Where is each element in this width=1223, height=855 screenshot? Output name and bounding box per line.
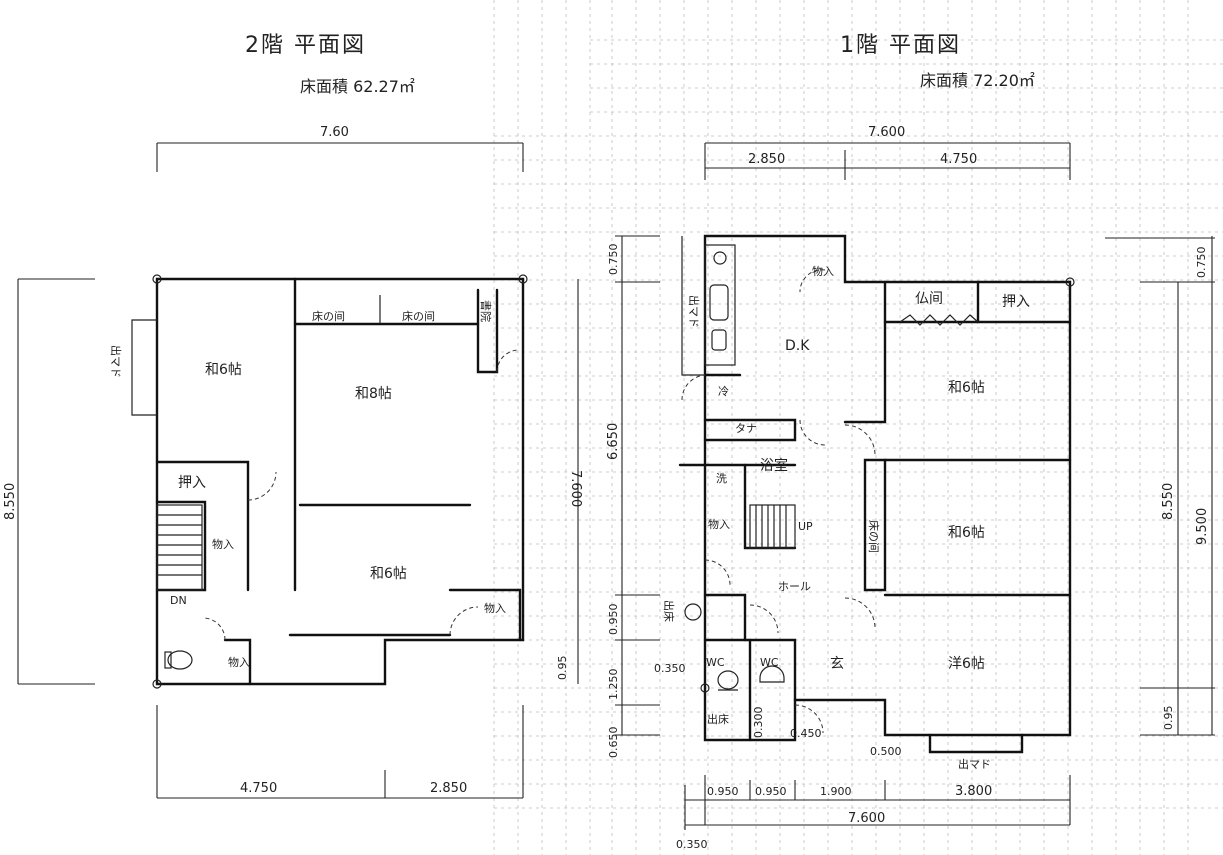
floor2-room-monoire-c: 物入: [228, 655, 250, 669]
floor1-dim-left-e: 0.650: [607, 727, 620, 759]
floor1-dim-bottom-offset: 0.350: [676, 838, 708, 851]
floor1-room-wc-a: WC: [706, 656, 725, 669]
floor1-room-reizoko: 冷: [718, 385, 729, 398]
floor1-dim-bottom-b: 0.950: [755, 785, 787, 798]
floor2-outer-wall: [155, 277, 525, 686]
floor1-note-a: 0.350: [654, 662, 686, 675]
floor1-note-b: 0.300: [752, 707, 765, 739]
floor1-dim-top: 7.600: [868, 125, 905, 140]
floor2-area: 床面積 62.27㎡: [300, 77, 415, 96]
floor1-plan: 1階 平面図 床面積 72.20㎡ 7.600 2.850 4.750 0.75…: [606, 33, 1215, 851]
floor1-dim-left-b: 6.650: [606, 423, 621, 460]
floor1-room-oshiire: 押入: [1002, 294, 1030, 310]
floor2-room-oshiire: 押入: [178, 475, 206, 491]
floor1-room-butsuma: 仏间: [915, 291, 943, 307]
floor1-dim-top-right: 4.750: [940, 152, 977, 167]
floor1-dim-left-a: 0.750: [607, 244, 620, 276]
floor2-demado: 出マド: [109, 345, 123, 378]
floor1-toilet-icon-b: [759, 665, 785, 683]
floor2-down-label: DN: [170, 594, 187, 607]
floor1-dim-bottom-a: 0.950: [707, 785, 739, 798]
floor1-dim-bottom-total: 7.600: [848, 811, 885, 826]
floor1-dim-right-d: 0.95: [1162, 706, 1175, 731]
floor2-room-washitsu6-b: 和6帖: [370, 566, 407, 582]
floor1-dim-right-a: 0.750: [1195, 247, 1208, 279]
floor2-room-washitsu8: 和8帖: [355, 386, 392, 402]
floor1-dim-left-c: 0.950: [607, 604, 620, 636]
floor1-room-hall: ホール: [778, 580, 811, 593]
floor1-demado-side: 出床: [662, 600, 676, 622]
floor1-demado-bottom: 出マド: [958, 757, 991, 771]
graph-paper-grid: [493, 0, 1223, 855]
floor1-demado-left: 出マド: [687, 295, 701, 328]
floor2-room-monoire-a: 物入: [212, 537, 234, 551]
floor1-kitchen-counter: [704, 244, 736, 366]
floor1-room-monoire-top: 物入: [812, 264, 834, 278]
floor1-title: 1階 平面図: [840, 33, 961, 58]
floor2-shoin: 書院: [479, 300, 493, 322]
floor2-room-washitsu6-a: 和6帖: [205, 362, 242, 378]
floor1-outer-wall: [703, 234, 1072, 742]
floor1-dim-bottom-c: 1.900: [820, 785, 852, 798]
floor2-dim-right: 7.600: [568, 470, 583, 507]
floor2-dim-top: 7.60: [320, 125, 349, 140]
floor1-stairs: [749, 504, 796, 549]
floor1-room-senmen: 洗: [716, 472, 727, 485]
floor1-room-monoire-a: 物入: [708, 517, 730, 531]
floor1-room-washitsu6-a: 和6帖: [948, 380, 985, 396]
floor2-dim-left: 8.550: [3, 483, 18, 520]
floor2-dim-bottom-left: 4.750: [240, 781, 277, 796]
floor2-stairs: [156, 504, 203, 591]
floor1-room-dk: D.K: [785, 338, 810, 354]
floor1-room-genkan: 玄: [830, 655, 844, 672]
floor1-room-washitsu6-b: 和6帖: [948, 525, 985, 541]
floor1-toilet-icon-a: [717, 670, 739, 691]
floor1-tokonoma: 床の间: [867, 520, 881, 553]
floor2-dim-right-small: 0.95: [556, 656, 569, 681]
floor2-dim-bottom-right: 2.850: [430, 781, 467, 796]
floor2-toilet-icon: [164, 650, 193, 670]
floor1-up-label: UP: [798, 520, 813, 533]
floor1-room-yokushitsu: 浴室: [760, 457, 788, 474]
floor1-dim-top-left: 2.850: [748, 152, 785, 167]
floor1-dim-right-b: 8.550: [1161, 483, 1176, 520]
floor1-note-d: 0.500: [870, 745, 902, 758]
floor2-tokonoma-a: 床の间: [312, 309, 345, 323]
floor1-area: 床面積 72.20㎡: [920, 71, 1035, 90]
floor2-title: 2階 平面図: [245, 33, 366, 58]
floor1-room-tana: タナ: [735, 422, 757, 435]
floor2-plan: 2階 平面図 床面積 62.27㎡ 7.60 8.550 7.600 0.95 …: [3, 33, 583, 799]
floor1-note-c: 0.450: [790, 727, 822, 740]
floor2-tokonoma-b: 床の间: [402, 309, 435, 323]
floor1-room-yoshitsu6: 洋6帖: [948, 656, 985, 672]
floor1-room-wc-b: WC: [760, 656, 779, 669]
floor2-room-monoire-b: 物入: [484, 601, 506, 615]
floor1-dim-bottom-d: 3.800: [955, 784, 992, 799]
floor1-dim-right-c: 9.500: [1195, 508, 1210, 545]
floor1-dim-left-d: 1.250: [607, 669, 620, 701]
floor1-dedoko: 出床: [707, 712, 729, 726]
